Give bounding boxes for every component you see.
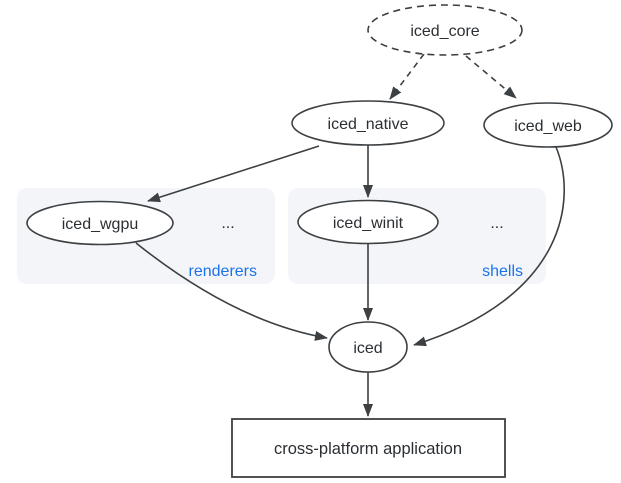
node-iced: iced [328,321,408,373]
group-label-renderers: renderers [189,263,257,280]
node-iced-winit: iced_winit [297,199,439,245]
node-iced-web-label: iced_web [514,118,582,135]
node-iced-core: iced_core [367,4,523,56]
node-iced-shape [328,321,408,373]
node-app-shape [231,418,506,478]
node-iced-web-shape [483,102,613,148]
edge-web-to-iced [413,146,565,347]
node-iced-winit-shape [297,199,439,245]
node-iced-native-label: iced_native [328,116,409,133]
node-iced-core-shape [367,4,523,56]
node-iced-core-label: iced_core [410,23,479,40]
node-iced-wgpu: iced_wgpu [26,200,174,246]
edge-native-to-wgpu [147,145,320,203]
node-cross-platform-application: cross-platform application [231,418,506,478]
node-iced-winit-label: iced_winit [333,215,404,232]
edge-core-to-web [465,55,517,99]
group-label-shells: shells [482,263,523,280]
node-app-label: cross-platform application [274,440,462,458]
shells-ellipsis: ... [490,215,503,232]
renderers-ellipsis: ... [221,215,234,232]
node-iced-label: iced [353,340,382,357]
edge-wgpu-to-iced [135,242,328,341]
node-iced-web: iced_web [483,102,613,148]
node-iced-wgpu-label: iced_wgpu [62,216,139,233]
node-iced-native: iced_native [291,100,445,146]
node-iced-native-shape [291,100,445,146]
edge-core-to-native [389,53,425,100]
node-iced-wgpu-shape [26,200,174,246]
